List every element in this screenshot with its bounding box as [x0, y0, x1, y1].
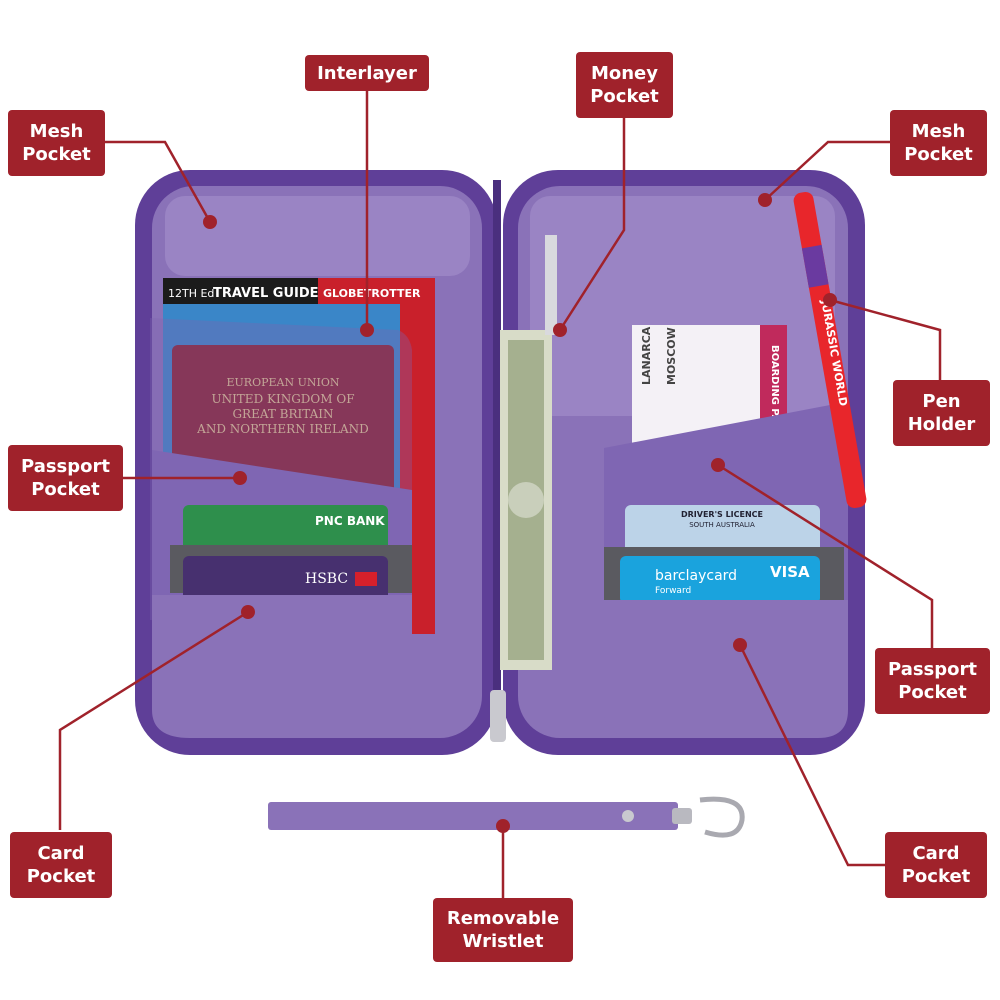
card-visa-text: VISA	[770, 563, 810, 581]
callout-text: Pocket	[901, 866, 971, 887]
callout-text: Wristlet	[462, 931, 544, 952]
ticket-city2: LANARCA	[640, 326, 653, 385]
guide-title: TRAVEL GUIDE	[213, 286, 319, 301]
card-barclay-text: barclaycard	[655, 568, 737, 584]
callout-text: Pocket	[31, 479, 100, 500]
left-card-pocket	[152, 595, 412, 738]
callout-text: Removable	[446, 908, 560, 929]
licence-region: SOUTH AUSTRALIA	[689, 521, 755, 529]
callout-text: Pocket	[590, 86, 659, 107]
callout-text: Holder	[907, 414, 976, 435]
ticket-header: BOARDING PASS	[769, 345, 780, 436]
licence-title: DRIVER'S LICENCE	[681, 510, 763, 519]
card-pnc-text: PNC BANK	[315, 514, 385, 528]
passport-line1: EUROPEAN UNION	[227, 376, 340, 389]
callout-text: Card	[912, 843, 960, 864]
callout-text: Pocket	[22, 144, 91, 165]
zipper-pull	[490, 690, 506, 742]
callout-text: Mesh	[911, 121, 966, 142]
money	[500, 235, 557, 670]
passport-line4: AND NORTHERN IRELAND	[196, 422, 369, 436]
callout-text: Passport	[887, 659, 977, 680]
card-hsbc-text: HSBC	[305, 571, 348, 587]
right-card-pocket	[604, 600, 848, 738]
callout-text: Pen	[922, 391, 961, 412]
passport: EUROPEAN UNION UNITED KINGDOM OF GREAT B…	[172, 345, 394, 495]
callout-text: Passport	[20, 456, 110, 477]
guide-brand: GLOBETROTTER	[323, 287, 421, 300]
card-barclay-sub: Forward	[655, 586, 691, 596]
callout-text: Card	[37, 843, 85, 864]
ticket-city1: MOSCOW	[665, 327, 678, 385]
callout-text: Pocket	[898, 682, 967, 703]
left-cards: PNC BANK HSBC	[170, 505, 412, 608]
callout-text: Interlayer	[317, 62, 417, 84]
callout-interlayer: Interlayer	[305, 55, 429, 91]
wristlet	[268, 796, 745, 838]
callout-text: Pocket	[904, 144, 973, 165]
right-cards: DRIVER'S LICENCE SOUTH AUSTRALIA barclay…	[604, 505, 844, 604]
passport-line3: GREAT BRITAIN	[232, 407, 333, 421]
leader-dots	[203, 193, 837, 833]
passport-line2: UNITED KINGDOM OF	[211, 392, 354, 406]
callout-text: Mesh	[29, 121, 84, 142]
guide-edition: 12TH Ed	[168, 287, 214, 300]
callout-text: Money	[590, 63, 659, 84]
callout-text: Pocket	[26, 866, 96, 887]
